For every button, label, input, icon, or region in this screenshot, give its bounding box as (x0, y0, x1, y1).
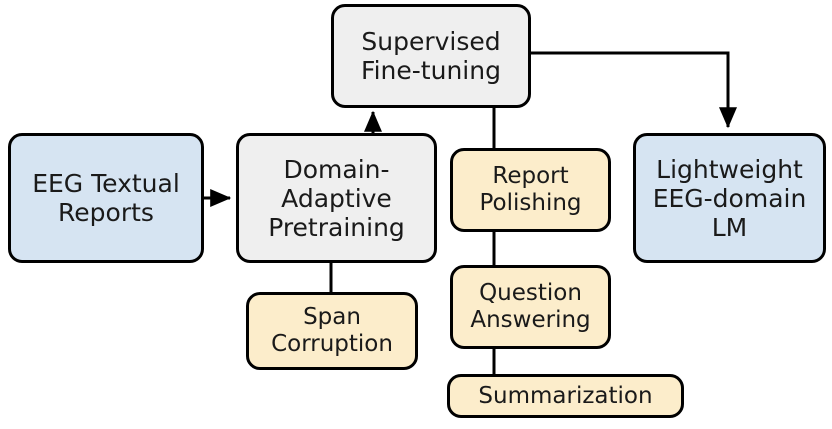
node-lightweight-eeg-domain-lm[interactable]: Lightweight EEG-domain LM (633, 133, 826, 263)
node-report-polishing[interactable]: Report Polishing (450, 148, 611, 232)
node-label-question-answering: Question Answering (470, 280, 591, 333)
node-label-span-corruption: Span Corruption (271, 304, 393, 357)
node-label-summarization: Summarization (478, 382, 653, 409)
node-eeg-textual-reports[interactable]: EEG Textual Reports (8, 133, 204, 263)
node-supervised-fine-tuning[interactable]: Supervised Fine-tuning (331, 4, 531, 108)
node-label-report-polishing: Report Polishing (479, 163, 582, 216)
node-question-answering[interactable]: Question Answering (450, 265, 611, 349)
node-label-eeg-textual-reports: EEG Textual Reports (32, 169, 180, 227)
node-label-lightweight-eeg-domain-lm: Lightweight EEG-domain LM (652, 154, 807, 242)
node-label-supervised-fine-tuning: Supervised Fine-tuning (361, 27, 501, 85)
node-domain-adaptive-pretraining[interactable]: Domain- Adaptive Pretraining (236, 133, 437, 263)
node-summarization[interactable]: Summarization (447, 374, 684, 418)
node-label-domain-adaptive-pretraining: Domain- Adaptive Pretraining (268, 154, 405, 242)
node-span-corruption[interactable]: Span Corruption (246, 292, 418, 370)
edge-finetuning-to-lm (531, 51, 737, 129)
